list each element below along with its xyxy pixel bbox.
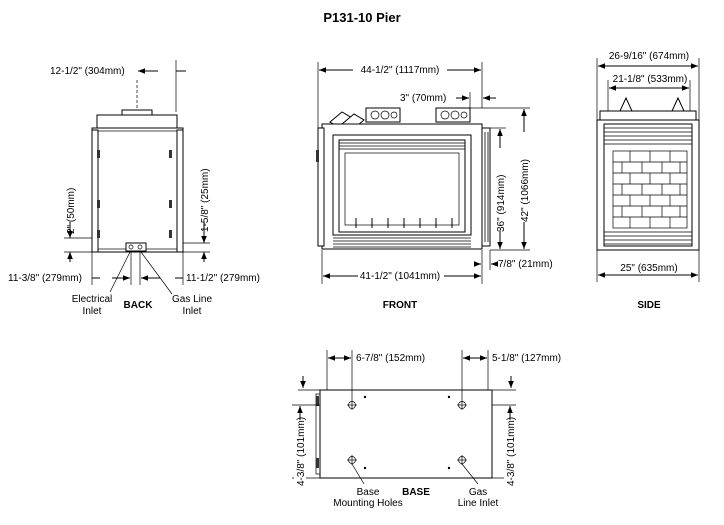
back-electrical-label: Electrical <box>72 294 113 305</box>
front-unit-drawing <box>316 107 491 250</box>
side-dim-base: 25" (635mm) <box>620 263 677 274</box>
side-view-label: SIDE <box>637 300 661 311</box>
front-dim-side: 7/8" (21mm) <box>498 259 553 270</box>
base-dim-left: 6-7/8" (152mm) <box>356 353 425 364</box>
back-dim-offset: 12-1/2" (304mm) <box>50 66 125 77</box>
base-holes-label-2: Mounting Holes <box>333 498 402 509</box>
base-gas-label-2: Line Inlet <box>458 498 499 509</box>
side-view: 26-9/16" (674mm) 21-1/8" (533mm) 25" (63… <box>596 50 700 311</box>
base-holes-label: Base <box>357 487 380 498</box>
back-gas-label: Gas Line <box>172 294 212 305</box>
drawing-title: P131-10 Pier <box>323 10 400 25</box>
back-electrical-label-2: Inlet <box>83 306 102 317</box>
front-dim-top: 3" (70mm) <box>400 93 446 104</box>
back-unit-drawing <box>91 80 184 253</box>
side-dim-inner: 21-1/8" (533mm) <box>613 74 688 85</box>
back-dim-vent-height: 2" (50mm) <box>66 188 77 234</box>
base-gas-label: Gas <box>469 487 487 498</box>
front-view-label: FRONT <box>383 300 417 311</box>
front-dim-height-total: 42" (1066mm) <box>520 159 531 222</box>
base-dim-right-v: 4-3/8" (101mm) <box>506 417 517 486</box>
back-view-label: BACK <box>124 300 154 311</box>
base-dim-left-v: 4-3/8" (101mm) <box>296 417 307 486</box>
base-view: 6-7/8" (152mm) 5-1/8" (127mm) 4-3/8" (10… <box>292 350 561 509</box>
back-gas-label-2: Inlet <box>183 306 202 317</box>
side-dim-outer: 26-9/16" (674mm) <box>609 51 689 62</box>
base-dim-right: 5-1/8" (127mm) <box>492 353 561 364</box>
base-view-label: BASE <box>402 487 430 498</box>
back-dim-gas-height: 1-5/8" (25mm) <box>200 168 211 232</box>
side-unit-drawing <box>596 96 700 251</box>
back-view: 12-1/2" (304mm) 2" (50mm) 1-5/8" (25mm) … <box>8 60 260 317</box>
front-dim-bottom-width: 41-1/2" (1041mm) <box>360 271 440 282</box>
back-dim-left: 11-3/8" (279mm) <box>8 273 82 284</box>
front-dim-width: 44-1/2" (1117mm) <box>361 65 440 76</box>
base-unit-drawing <box>315 389 493 479</box>
front-view: 44-1/2" (1117mm) 3" (70mm) 36" (914mm) 4… <box>316 62 553 311</box>
front-dim-height-inner: 36" (914mm) <box>496 175 507 232</box>
back-dim-right: 11-1/2" (279mm) <box>186 273 260 284</box>
